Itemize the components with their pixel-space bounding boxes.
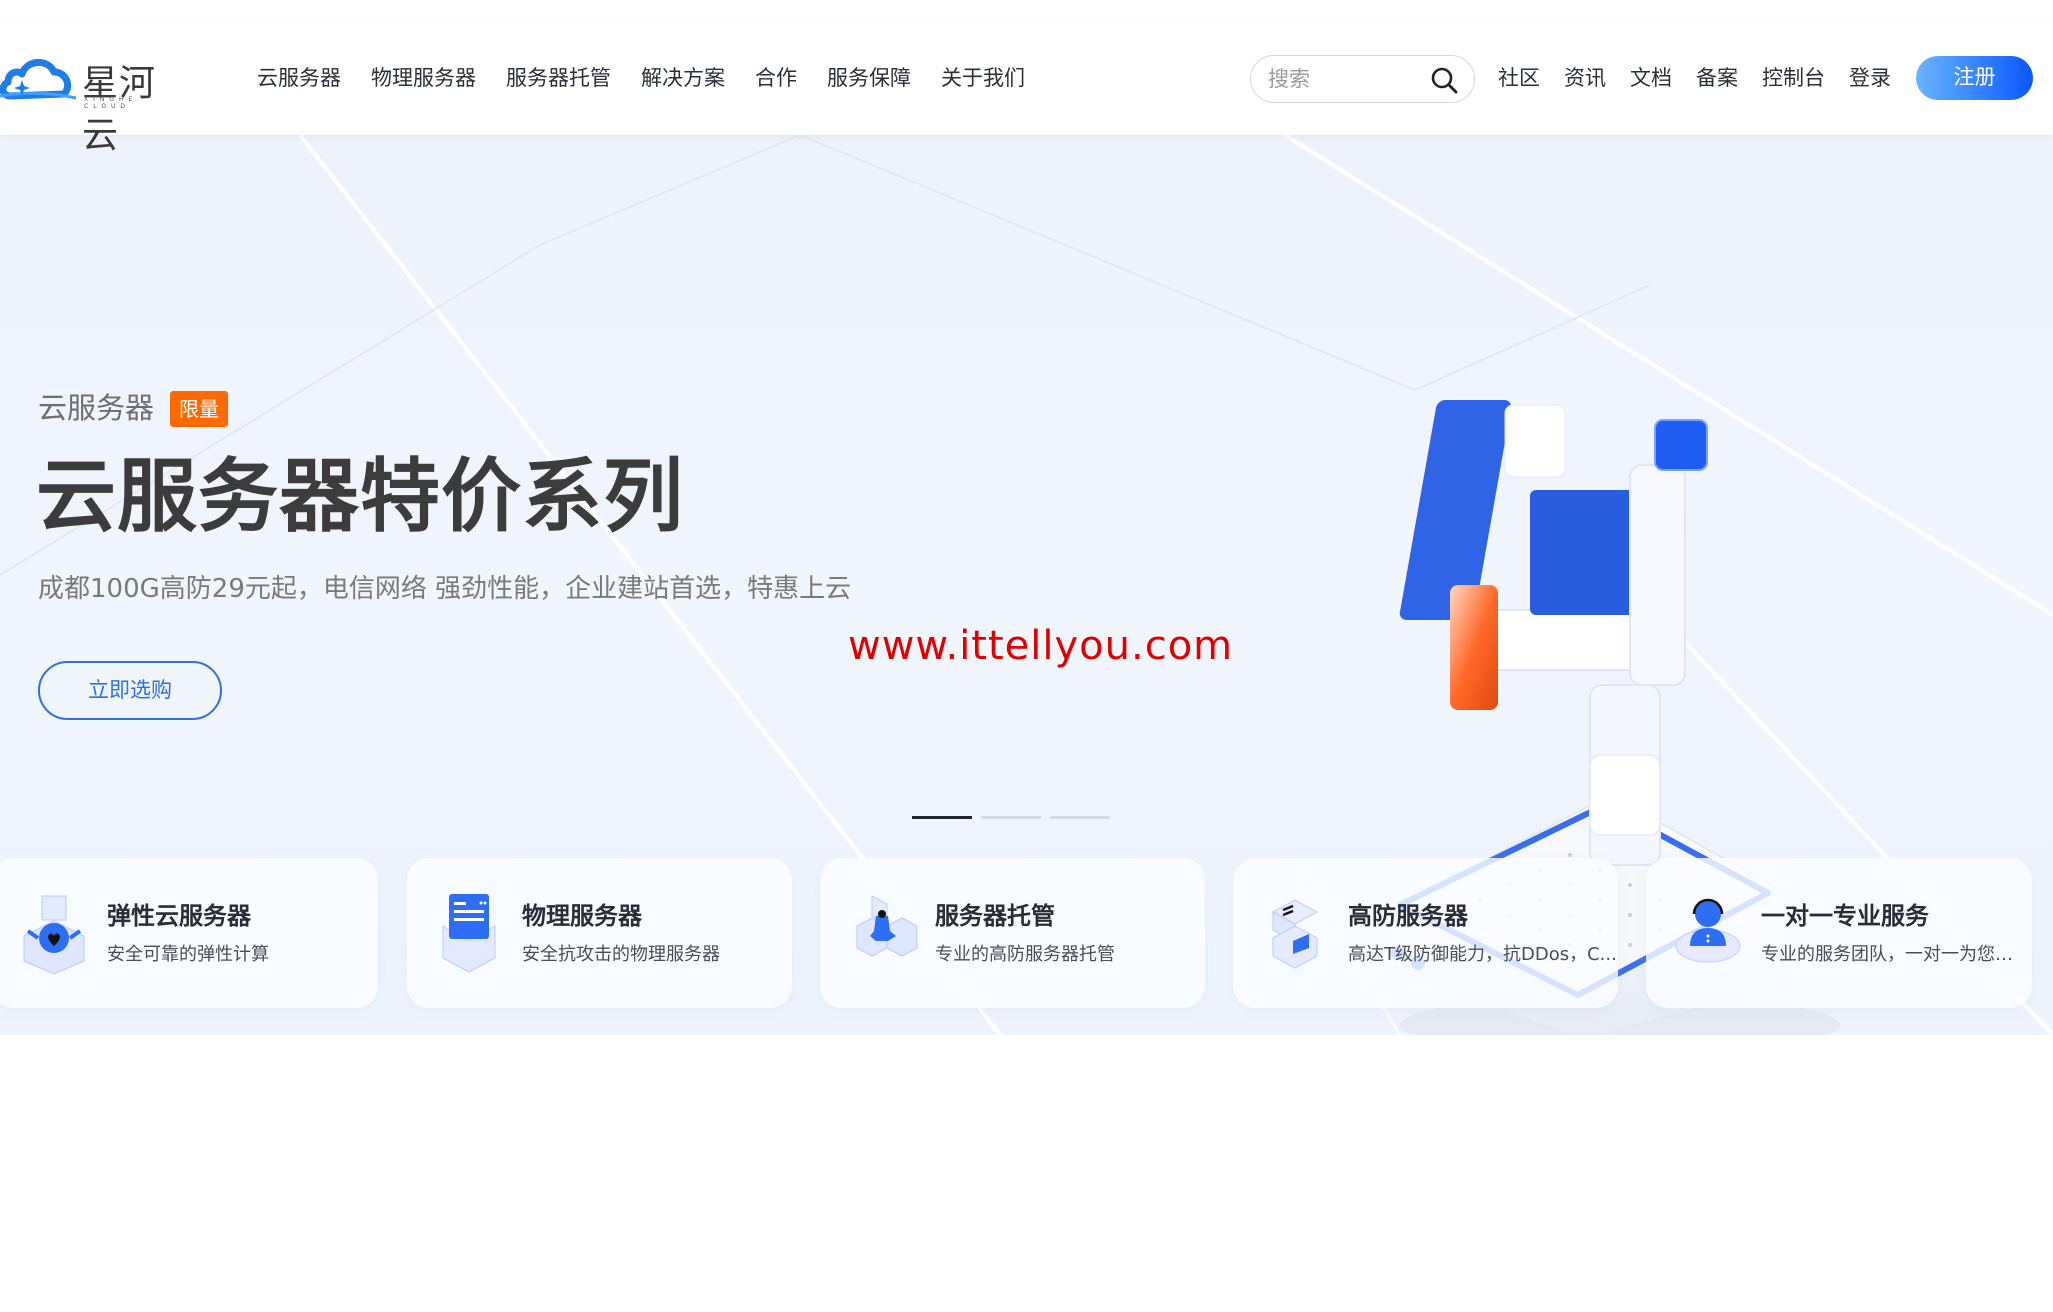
link-community[interactable]: 社区 [1498, 66, 1540, 90]
card-title: 物理服务器 [522, 902, 642, 930]
nav-server-hosting[interactable]: 服务器托管 [506, 66, 611, 90]
elastic-cloud-icon [23, 895, 85, 975]
hero-description: 成都100G高防29元起，电信网络 强劲性能，企业建站首选，特惠上云 [38, 574, 852, 604]
limited-badge: 限量 [170, 391, 228, 427]
cloud-logo-icon [0, 59, 77, 100]
hero-title: 云服务器特价系列 [36, 450, 684, 543]
card-physical-server[interactable]: 物理服务器 安全抗攻击的物理服务器 [407, 858, 792, 1008]
card-description: 专业的高防服务器托管 [935, 944, 1115, 965]
nav-physical-server[interactable]: 物理服务器 [371, 66, 476, 90]
logo-name: 星河云 [82, 63, 157, 156]
ddos-server-icon [1271, 899, 1319, 969]
carousel-dot-2[interactable] [981, 816, 1041, 819]
buy-now-button[interactable]: 立即选购 [38, 661, 222, 720]
card-description: 专业的服务团队，一对一为您业... [1761, 944, 2026, 965]
nav-solutions[interactable]: 解决方案 [641, 66, 725, 90]
link-login[interactable]: 登录 [1849, 66, 1891, 90]
card-elastic-cloud[interactable]: 弹性云服务器 安全可靠的弹性计算 [0, 858, 378, 1008]
search-icon[interactable] [1430, 66, 1458, 94]
physical-server-icon [442, 894, 496, 973]
hero-category: 云服务器 [38, 391, 155, 425]
watermark-text: www.ittellyou.com [848, 623, 1234, 669]
search-box [1250, 55, 1475, 103]
main-nav: 云服务器 物理服务器 服务器托管 解决方案 合作 服务保障 关于我们 [257, 58, 1055, 98]
card-description: 安全抗攻击的物理服务器 [522, 944, 720, 965]
carousel-dot-3[interactable] [1050, 816, 1110, 819]
site-header: 星河云 XINGHE CLOUD 云服务器 物理服务器 服务器托管 解决方案 合… [0, 22, 2053, 156]
product-cards: 弹性云服务器 安全可靠的弹性计算 物理服务器 安全抗攻击的物理服务器 [0, 858, 2053, 1008]
card-title: 弹性云服务器 [107, 902, 251, 930]
logo-subtitle: XINGHE CLOUD [84, 96, 138, 110]
utility-links: 社区 资讯 文档 备案 控制台 登录 [1498, 58, 1915, 98]
hero-banner: 云服务器 限量 云服务器特价系列 成都100G高防29元起，电信网络 强劲性能，… [0, 135, 2053, 1035]
link-console[interactable]: 控制台 [1762, 66, 1825, 90]
nav-about-us[interactable]: 关于我们 [941, 66, 1025, 90]
card-title: 服务器托管 [935, 902, 1055, 930]
nav-partnership[interactable]: 合作 [755, 66, 797, 90]
logo[interactable]: 星河云 XINGHE CLOUD [0, 52, 175, 156]
link-news[interactable]: 资讯 [1564, 66, 1606, 90]
register-button[interactable]: 注册 [1916, 56, 2033, 100]
card-title: 高防服务器 [1348, 902, 1468, 930]
card-customer-service[interactable]: 一对一专业服务 专业的服务团队，一对一为您业... [1646, 858, 2032, 1008]
link-icp-filing[interactable]: 备案 [1696, 66, 1738, 90]
customer-service-icon [1675, 898, 1741, 963]
server-hosting-icon [856, 895, 918, 957]
card-description: 高达T级防御能力，抗DDos，C... [1348, 944, 1617, 965]
card-server-hosting[interactable]: 服务器托管 专业的高防服务器托管 [820, 858, 1205, 1008]
search-input[interactable] [1268, 64, 1418, 94]
link-docs[interactable]: 文档 [1630, 66, 1672, 90]
card-description: 安全可靠的弹性计算 [107, 944, 269, 965]
carousel-dot-1[interactable] [912, 816, 972, 819]
card-ddos-server[interactable]: 高防服务器 高达T级防御能力，抗DDos，C... [1233, 858, 1618, 1008]
card-title: 一对一专业服务 [1761, 902, 1929, 930]
nav-cloud-server[interactable]: 云服务器 [257, 66, 341, 90]
top-strip [0, 0, 2053, 22]
carousel-indicators [912, 816, 1110, 819]
nav-service-guarantee[interactable]: 服务保障 [827, 66, 911, 90]
